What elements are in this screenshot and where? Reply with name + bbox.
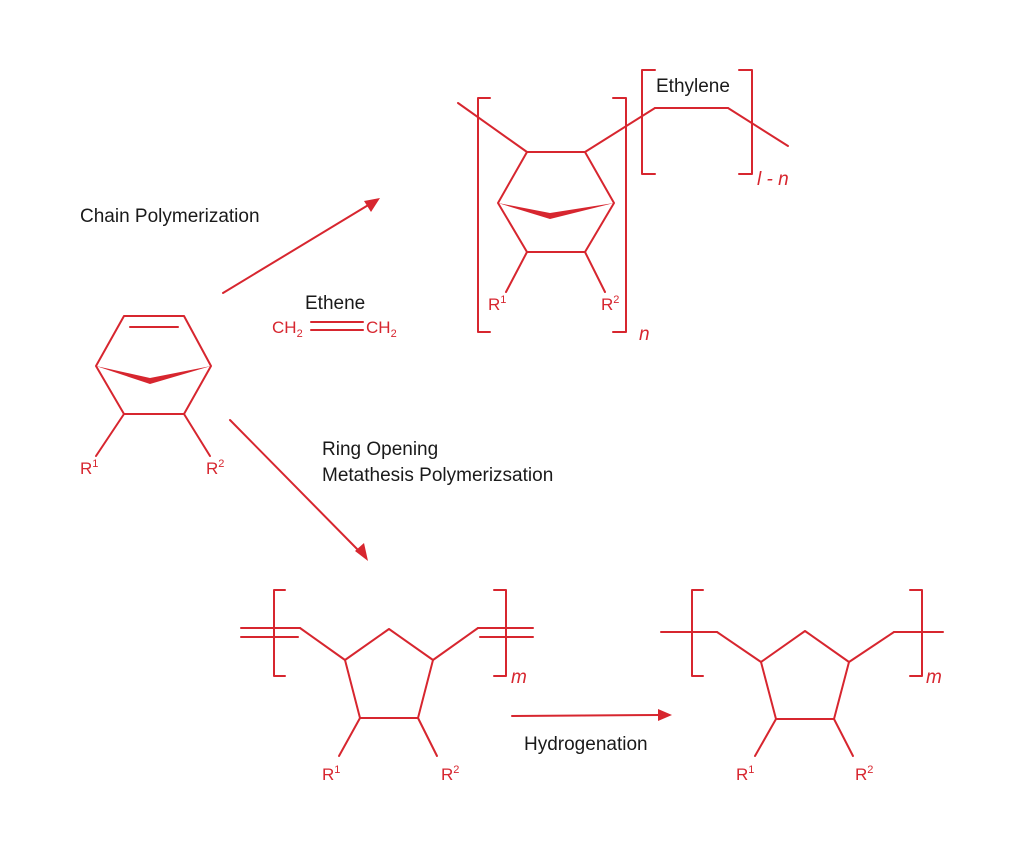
hydrogenation-arrow [511,709,672,721]
romp-index-m-label: m [511,667,527,688]
romp-label-line2: Metathesis Polymerizsation [322,465,553,486]
hydrogenated-r2-label: R2 [855,764,873,784]
coc-product-structure [457,69,789,333]
index-l-minus-n-label: l - n [757,169,789,190]
index-n-label: n [639,324,650,345]
hydrogenation-label: Hydrogenation [524,734,648,755]
chain-polymerization-arrow [222,198,380,294]
hydrogenated-r1-label: R1 [736,764,754,784]
ch2-right-label: CH2 [366,318,397,340]
monomer-r1-label: R1 [80,458,98,478]
romp-label-line1: Ring Opening [322,439,438,460]
ch2-left-label: CH2 [272,318,303,340]
coc-r1-label: R1 [488,294,506,314]
romp-r2-label: R2 [441,764,459,784]
monomer-r2-label: R2 [206,458,224,478]
romp-arrow [229,419,368,561]
coc-r2-label: R2 [601,294,619,314]
ethylene-label: Ethylene [656,76,730,97]
chain-polymerization-label: Chain Polymerization [80,206,260,227]
romp-product-structure [240,589,534,757]
ethene-label: Ethene [305,293,365,314]
monomer-structure [95,315,212,457]
ethene-formula: CH2 CH2 [272,318,397,340]
romp-r1-label: R1 [322,764,340,784]
hydrogenated-product-structure [660,589,944,757]
hydrogenated-index-m-label: m [926,667,942,688]
